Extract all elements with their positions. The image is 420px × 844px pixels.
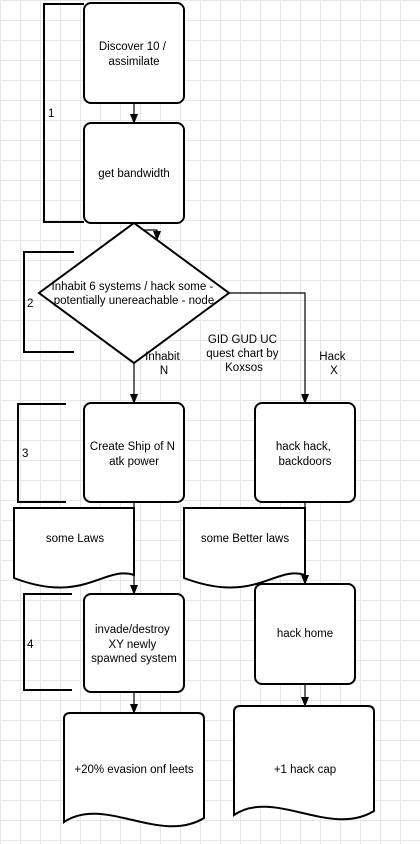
node-inhabit-label: Inhabit 6 systems / hack some - potentia…: [52, 281, 217, 307]
bracket-1: [43, 3, 84, 223]
node-better-laws[interactable]: some Better laws: [183, 507, 306, 589]
bracket-4: [23, 593, 72, 691]
node-hack-cap-label: +1 hack cap: [274, 764, 336, 776]
node-discover-label: Discover 10 / assimilate: [99, 41, 169, 68]
node-ship[interactable]: Create Ship of N atk power: [83, 402, 185, 503]
node-hack-cap[interactable]: +1 hack cap: [233, 705, 375, 821]
edge-label-inhabit-n: Inhabit N: [145, 351, 183, 377]
node-discover[interactable]: Discover 10 / assimilate: [83, 2, 185, 104]
node-hack-home[interactable]: hack home: [254, 583, 356, 685]
bracket-label-2: 2: [27, 298, 33, 310]
node-evasion-label: +20% evasion onf leets: [74, 764, 193, 776]
node-hack-backdoors-label: hack hack, backdoors: [276, 441, 334, 468]
node-bandwidth[interactable]: get bandwidth: [83, 122, 185, 224]
node-better-laws-label: some Better laws: [201, 533, 289, 545]
node-some-laws-label: some Laws: [46, 533, 104, 545]
node-ship-label: Create Ship of N atk power: [90, 441, 178, 468]
node-hack-home-label: hack home: [277, 628, 333, 640]
node-some-laws[interactable]: some Laws: [13, 507, 135, 589]
chart-note: GID GUD UC quest chart by Koxsos: [206, 334, 281, 374]
bracket-label-4: 4: [27, 639, 34, 651]
bracket-3: [17, 403, 66, 503]
edge-inhabit-hack: [229, 292, 309, 404]
bracket-label-3: 3: [22, 448, 28, 460]
node-invade-label: invade/destroy XY newly spawned system: [91, 624, 177, 665]
node-evasion[interactable]: +20% evasion onf leets: [63, 712, 205, 828]
node-hack-backdoors[interactable]: hack hack, backdoors: [254, 402, 356, 503]
node-invade[interactable]: invade/destroy XY newly spawned system: [83, 593, 185, 693]
edge-label-hack-x: Hack X: [319, 351, 348, 377]
node-bandwidth-label: get bandwidth: [98, 168, 170, 180]
bracket-2: [23, 251, 74, 353]
bracket-label-1: 1: [48, 108, 54, 120]
node-inhabit-decision[interactable]: Inhabit 6 systems / hack some - potentia…: [37, 221, 231, 365]
